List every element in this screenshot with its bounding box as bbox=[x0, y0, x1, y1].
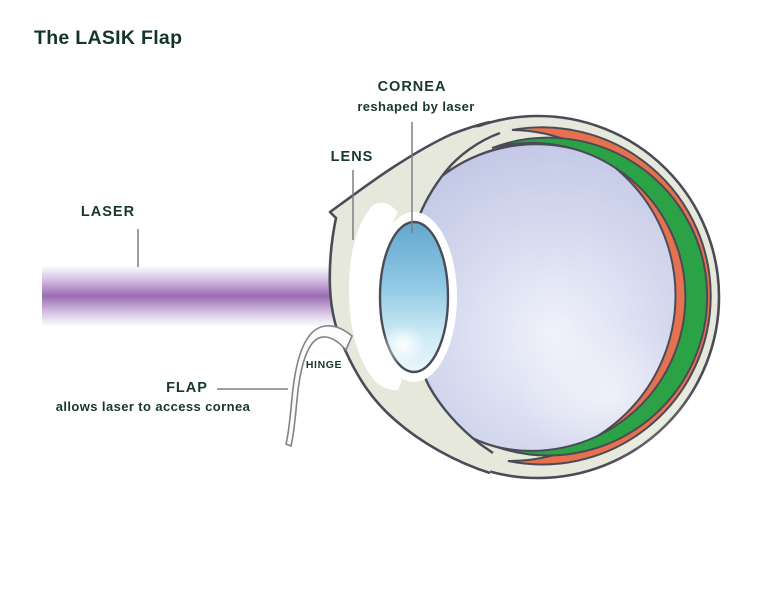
laser-beam bbox=[42, 266, 345, 326]
page-title: The LASIK Flap bbox=[34, 27, 183, 49]
flap-sublabel: allows laser to access cornea bbox=[55, 399, 251, 414]
cornea-label: CORNEA bbox=[377, 79, 447, 95]
cornea-bulge-outline bbox=[328, 120, 491, 475]
laser-label: LASER bbox=[80, 204, 136, 220]
lens-highlight bbox=[381, 325, 425, 365]
cornea-sublabel: reshaped by laser bbox=[357, 99, 475, 114]
corneal-flap-strip bbox=[285, 325, 353, 448]
lens-label: LENS bbox=[330, 149, 374, 165]
flap-label: FLAP bbox=[166, 380, 208, 396]
interior-highlight bbox=[520, 325, 700, 465]
hinge-label: HINGE bbox=[305, 359, 343, 371]
green-layer-ring bbox=[491, 136, 709, 457]
